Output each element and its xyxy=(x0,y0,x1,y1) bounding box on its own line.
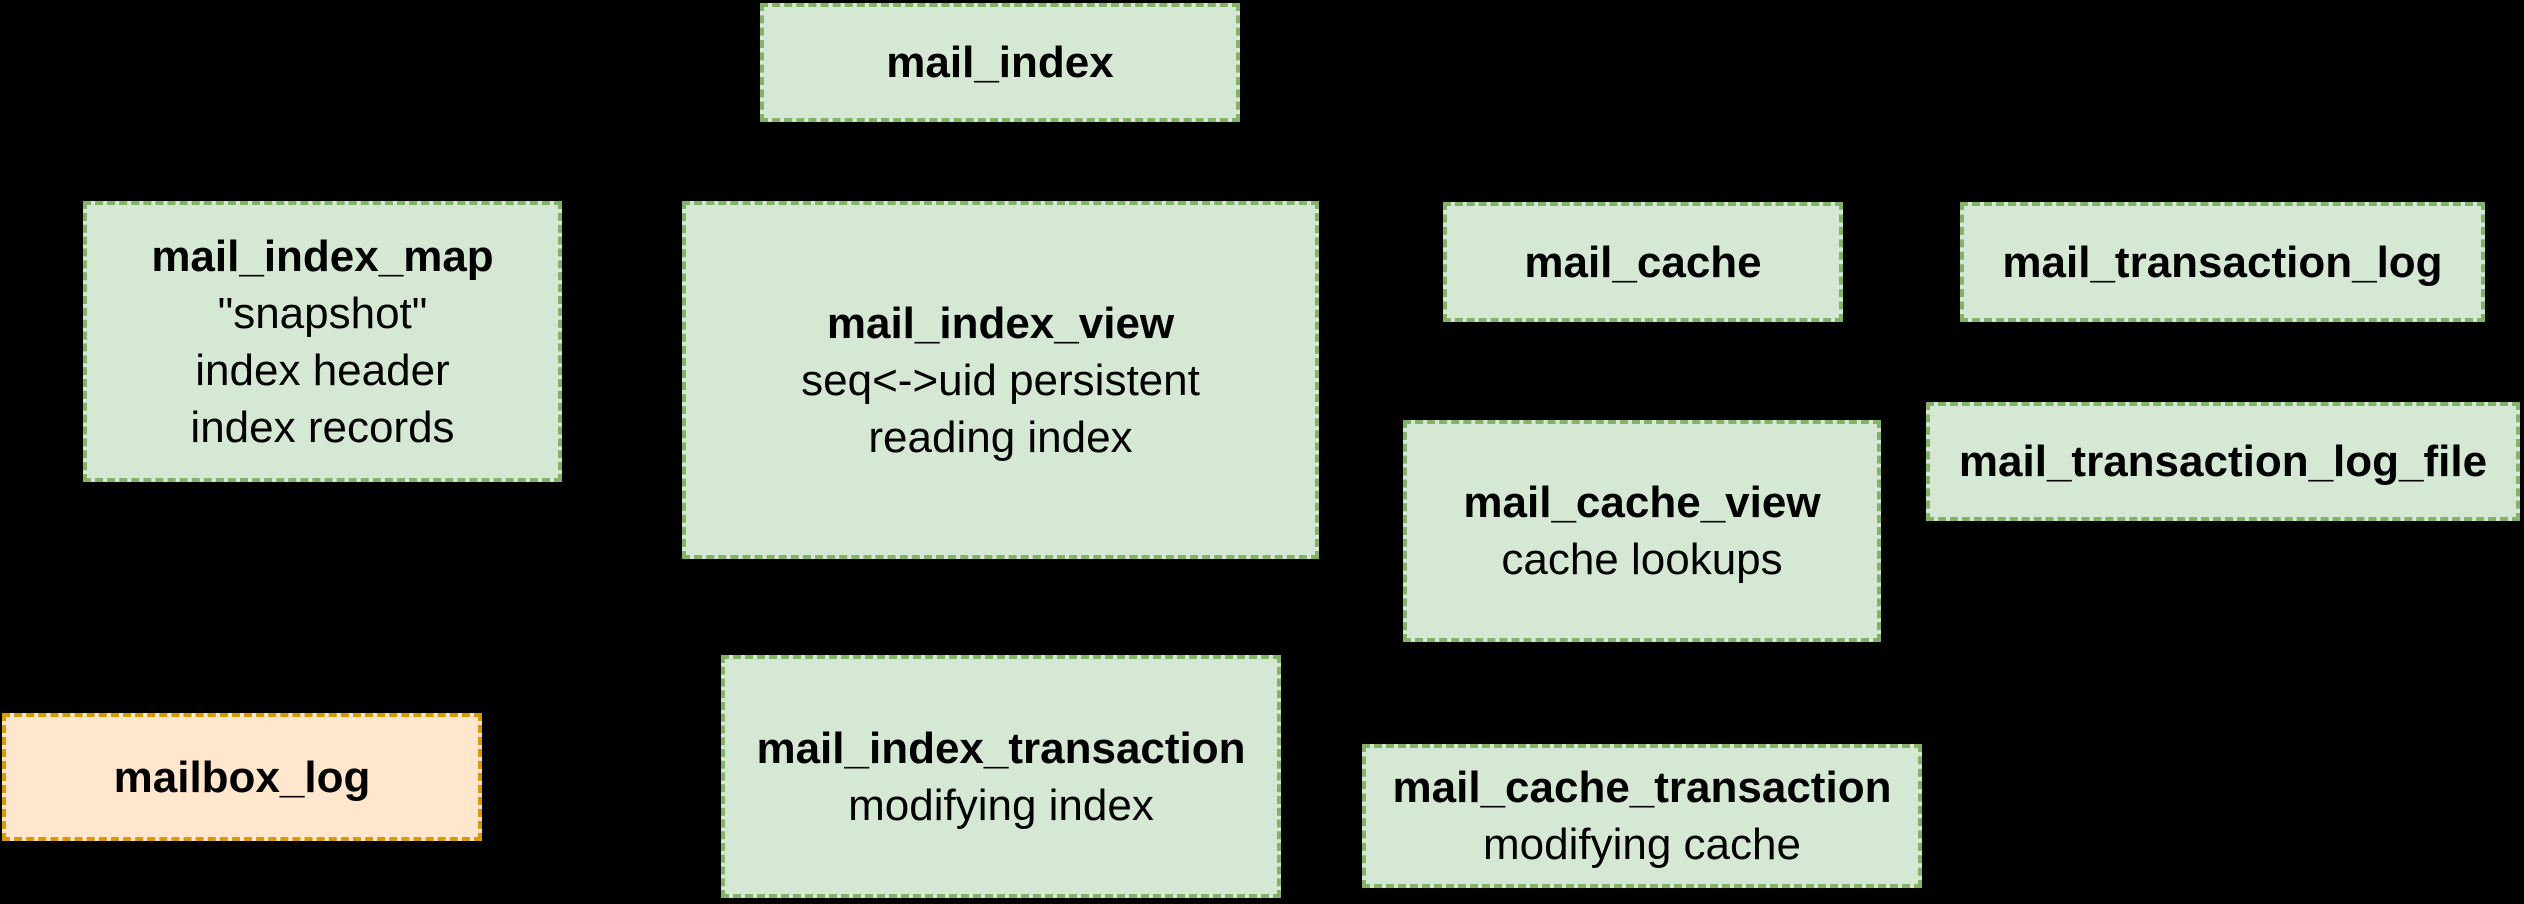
node-subtitle-line: seq<->uid persistent xyxy=(801,355,1200,405)
node-subtitle-line: modifying index xyxy=(848,780,1154,830)
node-mail-index: mail_index xyxy=(760,3,1240,122)
node-mail-index-transaction: mail_index_transaction modifying index xyxy=(721,655,1281,898)
node-title: mail_cache_view xyxy=(1463,478,1821,527)
node-title: mail_cache_transaction xyxy=(1392,763,1892,812)
node-title: mail_transaction_log xyxy=(2002,237,2443,287)
node-mail-index-view: mail_index_view seq<->uid persistent rea… xyxy=(682,201,1319,559)
node-title: mail_index_view xyxy=(826,298,1175,348)
node-title: mail_index xyxy=(886,38,1114,87)
node-mail-index-map: mail_index_map "snapshot" index header i… xyxy=(83,201,562,482)
node-mail-cache-transaction: mail_cache_transaction modifying cache xyxy=(1362,744,1922,888)
node-mail-cache: mail_cache xyxy=(1443,202,1843,322)
node-title: mail_cache xyxy=(1524,237,1762,287)
node-subtitle-line: "snapshot" xyxy=(217,288,428,338)
node-mail-cache-view: mail_cache_view cache lookups xyxy=(1403,420,1881,642)
node-title: mail_transaction_log_file xyxy=(1958,437,2488,486)
node-mailbox-log: mailbox_log xyxy=(2,713,482,841)
node-mail-transaction-log-file: mail_transaction_log_file xyxy=(1926,402,2520,521)
node-mail-transaction-log: mail_transaction_log xyxy=(1960,202,2485,322)
node-title: mail_index_transaction xyxy=(756,723,1246,773)
node-subtitle-line: reading index xyxy=(868,412,1133,462)
node-subtitle-line: index records xyxy=(190,402,455,452)
node-subtitle-line: cache lookups xyxy=(1501,535,1783,584)
node-subtitle-line: modifying cache xyxy=(1483,820,1801,869)
node-subtitle-line: index header xyxy=(195,345,450,395)
node-title: mail_index_map xyxy=(151,231,494,281)
node-title: mailbox_log xyxy=(113,752,371,802)
